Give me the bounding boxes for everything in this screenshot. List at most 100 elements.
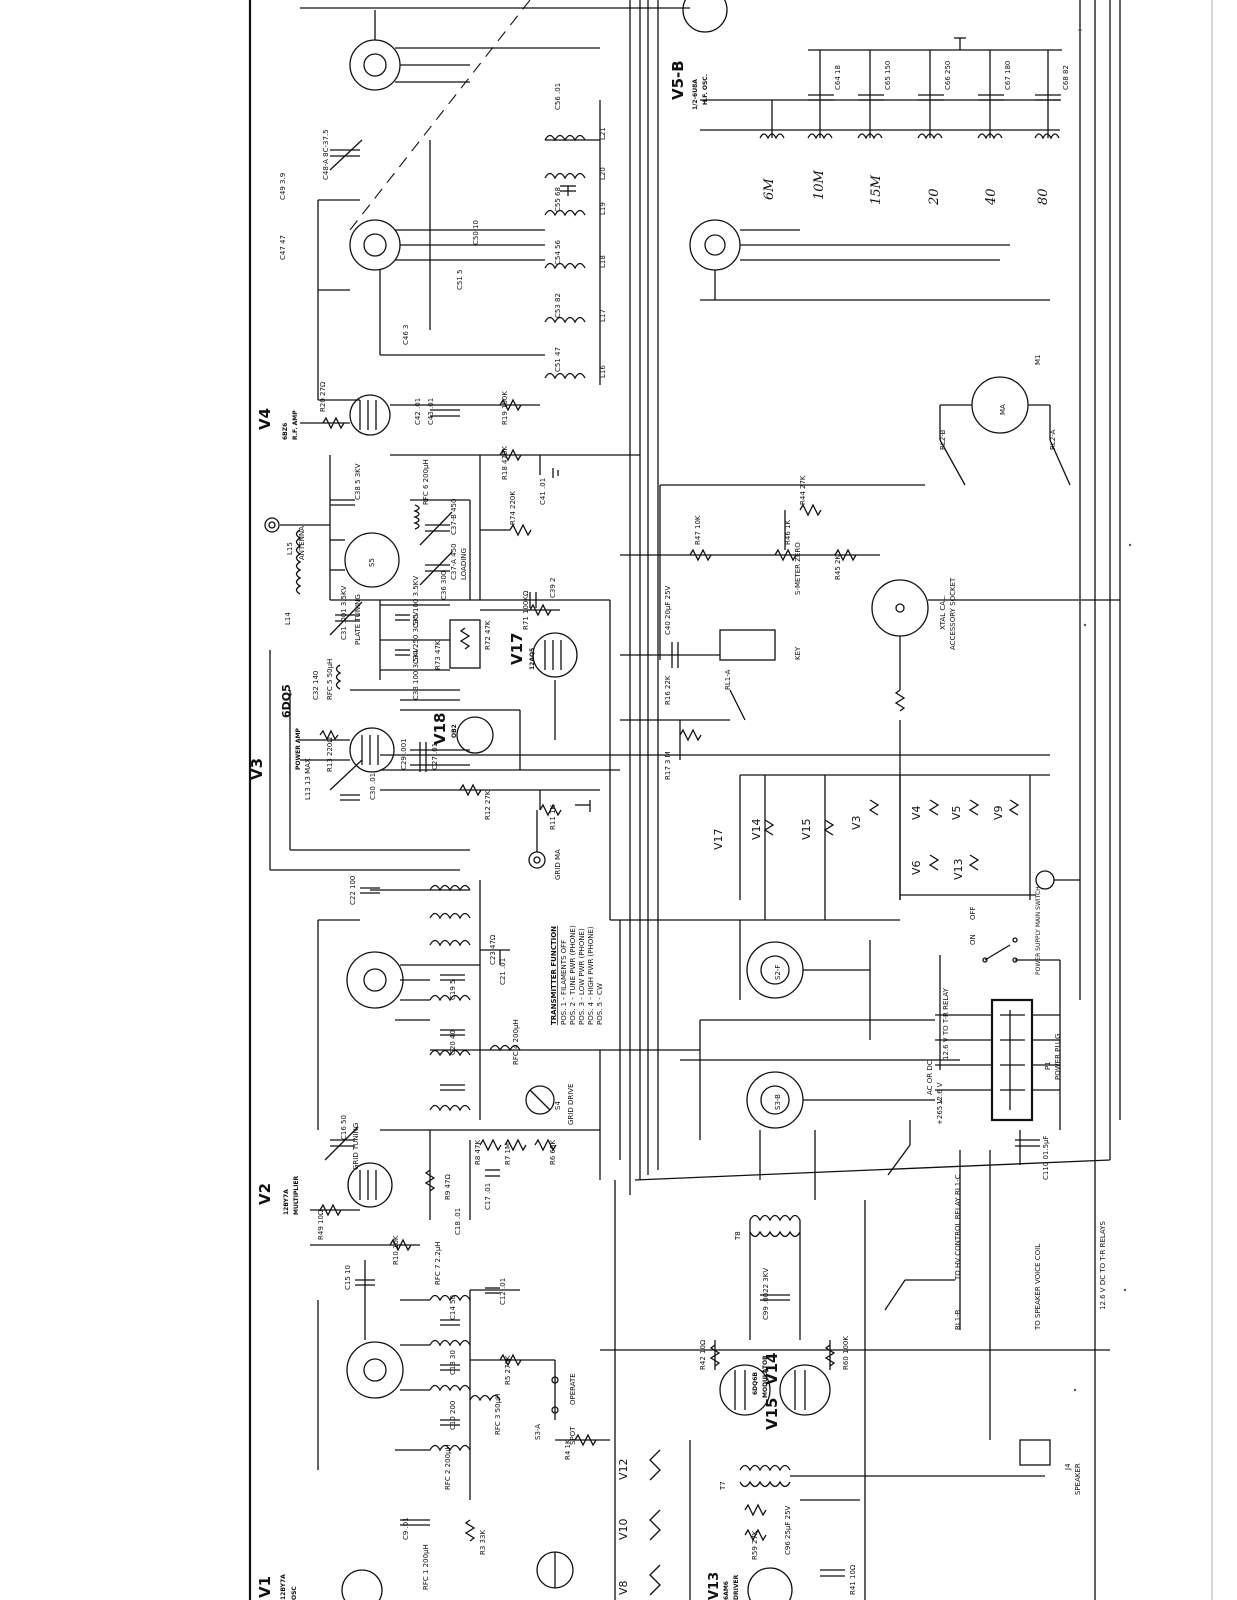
cap-c15: C15 10 (344, 1265, 352, 1290)
pi-tank-section: ANTENNA L15 L14 S5 RFC 6 200μH C37-B 450… (264, 459, 471, 700)
v2-function: MULTIPLIER (293, 1175, 300, 1215)
function-pos-3: POS. 3 - LOW PWR (PHONE) (578, 928, 586, 1025)
v5b-label: V5-B (669, 60, 687, 100)
res-r20: R20 27Ω (319, 381, 327, 412)
cap-c10: C10 200 (449, 1401, 457, 1430)
res-r16: R16 22K (664, 675, 672, 705)
grid-drive-label: GRID DRIVE (567, 1084, 575, 1126)
cap-c65: C65 150 (884, 61, 892, 90)
grid-ma-jack-j2[interactable] (528, 851, 546, 869)
band-coil-6m: 6M (759, 100, 785, 200)
grid-tuning-capacitor[interactable] (324, 1126, 359, 1161)
s4-label: S4 (554, 1101, 562, 1110)
v4-function: R.F. AMP (292, 410, 299, 440)
coil-l17: L17 (599, 309, 607, 322)
cap-c47: C47 47 (279, 235, 287, 260)
v1-type: 12BY7A (280, 1574, 287, 1600)
heater-v8: V8 (617, 1580, 630, 1595)
v1-label: V1 (256, 1576, 274, 1598)
cap-c42: C42 .01 (414, 398, 422, 425)
transmitter-function-title: TRANSMITTER FUNCTION (550, 926, 558, 1025)
cap-c68: C68 82 (1062, 65, 1070, 90)
s1d-band-switch[interactable] (349, 219, 401, 271)
loading-capacitor[interactable] (419, 511, 453, 586)
v15-label: V15 (763, 1398, 781, 1430)
cap-c17: C17 .01 (484, 1183, 492, 1210)
band-coil-80: C68 82 80 (1034, 50, 1070, 205)
plate-tuning-capacitor[interactable] (329, 601, 363, 636)
power-plug-p1[interactable] (990, 998, 1034, 1122)
band-label-6m: 6M (762, 178, 777, 200)
v17-label: V17 (508, 633, 526, 665)
plus265-label: +265 V (936, 1099, 944, 1125)
cap-c14: C14 50 (449, 1295, 457, 1320)
oscillator-band-coils: 6M C64 18 10M C65 150 15M C66 250 20 (759, 37, 1070, 206)
scan-artifacts (1073, 0, 1213, 1600)
v13-label: V13 (707, 1572, 722, 1600)
v1-oscillator-section: C15 10 RFC 7 2.2μH C14 50 C13 30 C10 200… (256, 1241, 610, 1600)
s1e-band-switch[interactable] (346, 951, 404, 1009)
cap-c38: C38 5 3KV (354, 463, 362, 500)
cap-c66: C66 250 (944, 61, 952, 90)
power-plug-label: POWER PLUG (1054, 1034, 1062, 1080)
cap-c19: C19 5 (449, 980, 457, 1000)
grid-drive-control[interactable] (525, 1085, 555, 1115)
res-r17: R17 3 M (664, 751, 672, 780)
cap-c39: C39 2 (549, 578, 557, 598)
band-coil-10m: C64 18 10M (807, 50, 842, 200)
v4-rf-amp-section: V4 6BZ6 R.F. AMP R20 27Ω R19 100K R18 47… (256, 381, 640, 600)
cap-c20: C20 40 (449, 1030, 457, 1055)
power-main-switch[interactable] (982, 937, 1018, 963)
relay-rl2b: RL2-B (939, 430, 947, 450)
pilot-lamp-i1 (1035, 870, 1055, 890)
s-meter-zero-pot[interactable] (774, 540, 797, 562)
cap-c67: C67 180 (1004, 61, 1012, 90)
function-switch-section: S2-F S3-B (599, 600, 960, 1200)
transmitter-function-table: TRANSMITTER FUNCTION POS. 1 - FILAMENTS … (550, 925, 604, 1025)
res-r59: C96 25μF 25V (784, 1505, 792, 1555)
loading-label: LOADING (460, 548, 468, 580)
cap-c32: C31 .001 3.5KV (340, 585, 348, 640)
band-label-20: 20 (927, 188, 942, 206)
function-pos-1: POS. 1 - FILAMENTS OFF (560, 940, 568, 1025)
v3-type: 6DQ5 (280, 684, 293, 718)
relay-rl1c: RL1-C (954, 1174, 962, 1195)
cap-c54: C54 56 (554, 240, 562, 265)
res-r41: R42 10Ω (699, 1339, 707, 1370)
speaker-jack-j4[interactable] (1019, 1439, 1051, 1466)
acdc-label: AC OR DC (926, 1060, 934, 1095)
s1c-band-switch[interactable] (349, 39, 401, 91)
cap-c55: C55 68 (554, 187, 562, 212)
cap-c56: C56 .01 (554, 83, 562, 110)
accessory-socket-p1[interactable] (871, 579, 929, 637)
res-r9: R9 47Ω (444, 1174, 452, 1200)
antenna-jack-j1[interactable] (264, 517, 280, 533)
rfc5: RFC 5 50μH (326, 659, 334, 700)
relay-rl1b: RL1-B (954, 1310, 962, 1330)
v17-type: 12AQ5 (529, 648, 536, 670)
s5-band-switch[interactable] (344, 532, 400, 588)
cap-c18: C18 .01 (454, 1208, 462, 1235)
cap-c35: C35 100 3.5KV (412, 576, 420, 628)
coil-l21: L21 (599, 127, 607, 140)
cap-c13: C13 30 (449, 1350, 457, 1375)
tr-relay-contacts: RL1-C RL1-B TO HV CONTROL RELAY TO SPEAK… (884, 1120, 1107, 1600)
band-coil-20: C66 250 20 (917, 50, 952, 206)
heater-v13: V13 (952, 858, 965, 880)
v18-type: OB2 (451, 724, 458, 738)
key-jack-j3[interactable] (719, 629, 776, 661)
cap-c21: C21 .01 (499, 958, 507, 985)
v4-label: V4 (256, 408, 274, 430)
res-r6: R6 68K (549, 1140, 557, 1165)
v2-multiplier-section: C22 100 C20 40 C19 5 C23 47Ω C21 .01 RFC… (256, 876, 700, 1265)
s1b-band-switch[interactable] (689, 219, 741, 271)
v2-type: 12BY7A (283, 1189, 290, 1215)
s3a-label: S3-A (534, 1424, 542, 1440)
v2-label: V2 (256, 1183, 274, 1205)
s1a-band-switch[interactable] (346, 1341, 404, 1399)
meter-m1-label: M1 (1034, 355, 1042, 366)
res-r10: R10 10K (392, 1235, 400, 1265)
v13-function: DRIVER (733, 1574, 740, 1600)
band-label-10m: 10M (812, 169, 827, 200)
